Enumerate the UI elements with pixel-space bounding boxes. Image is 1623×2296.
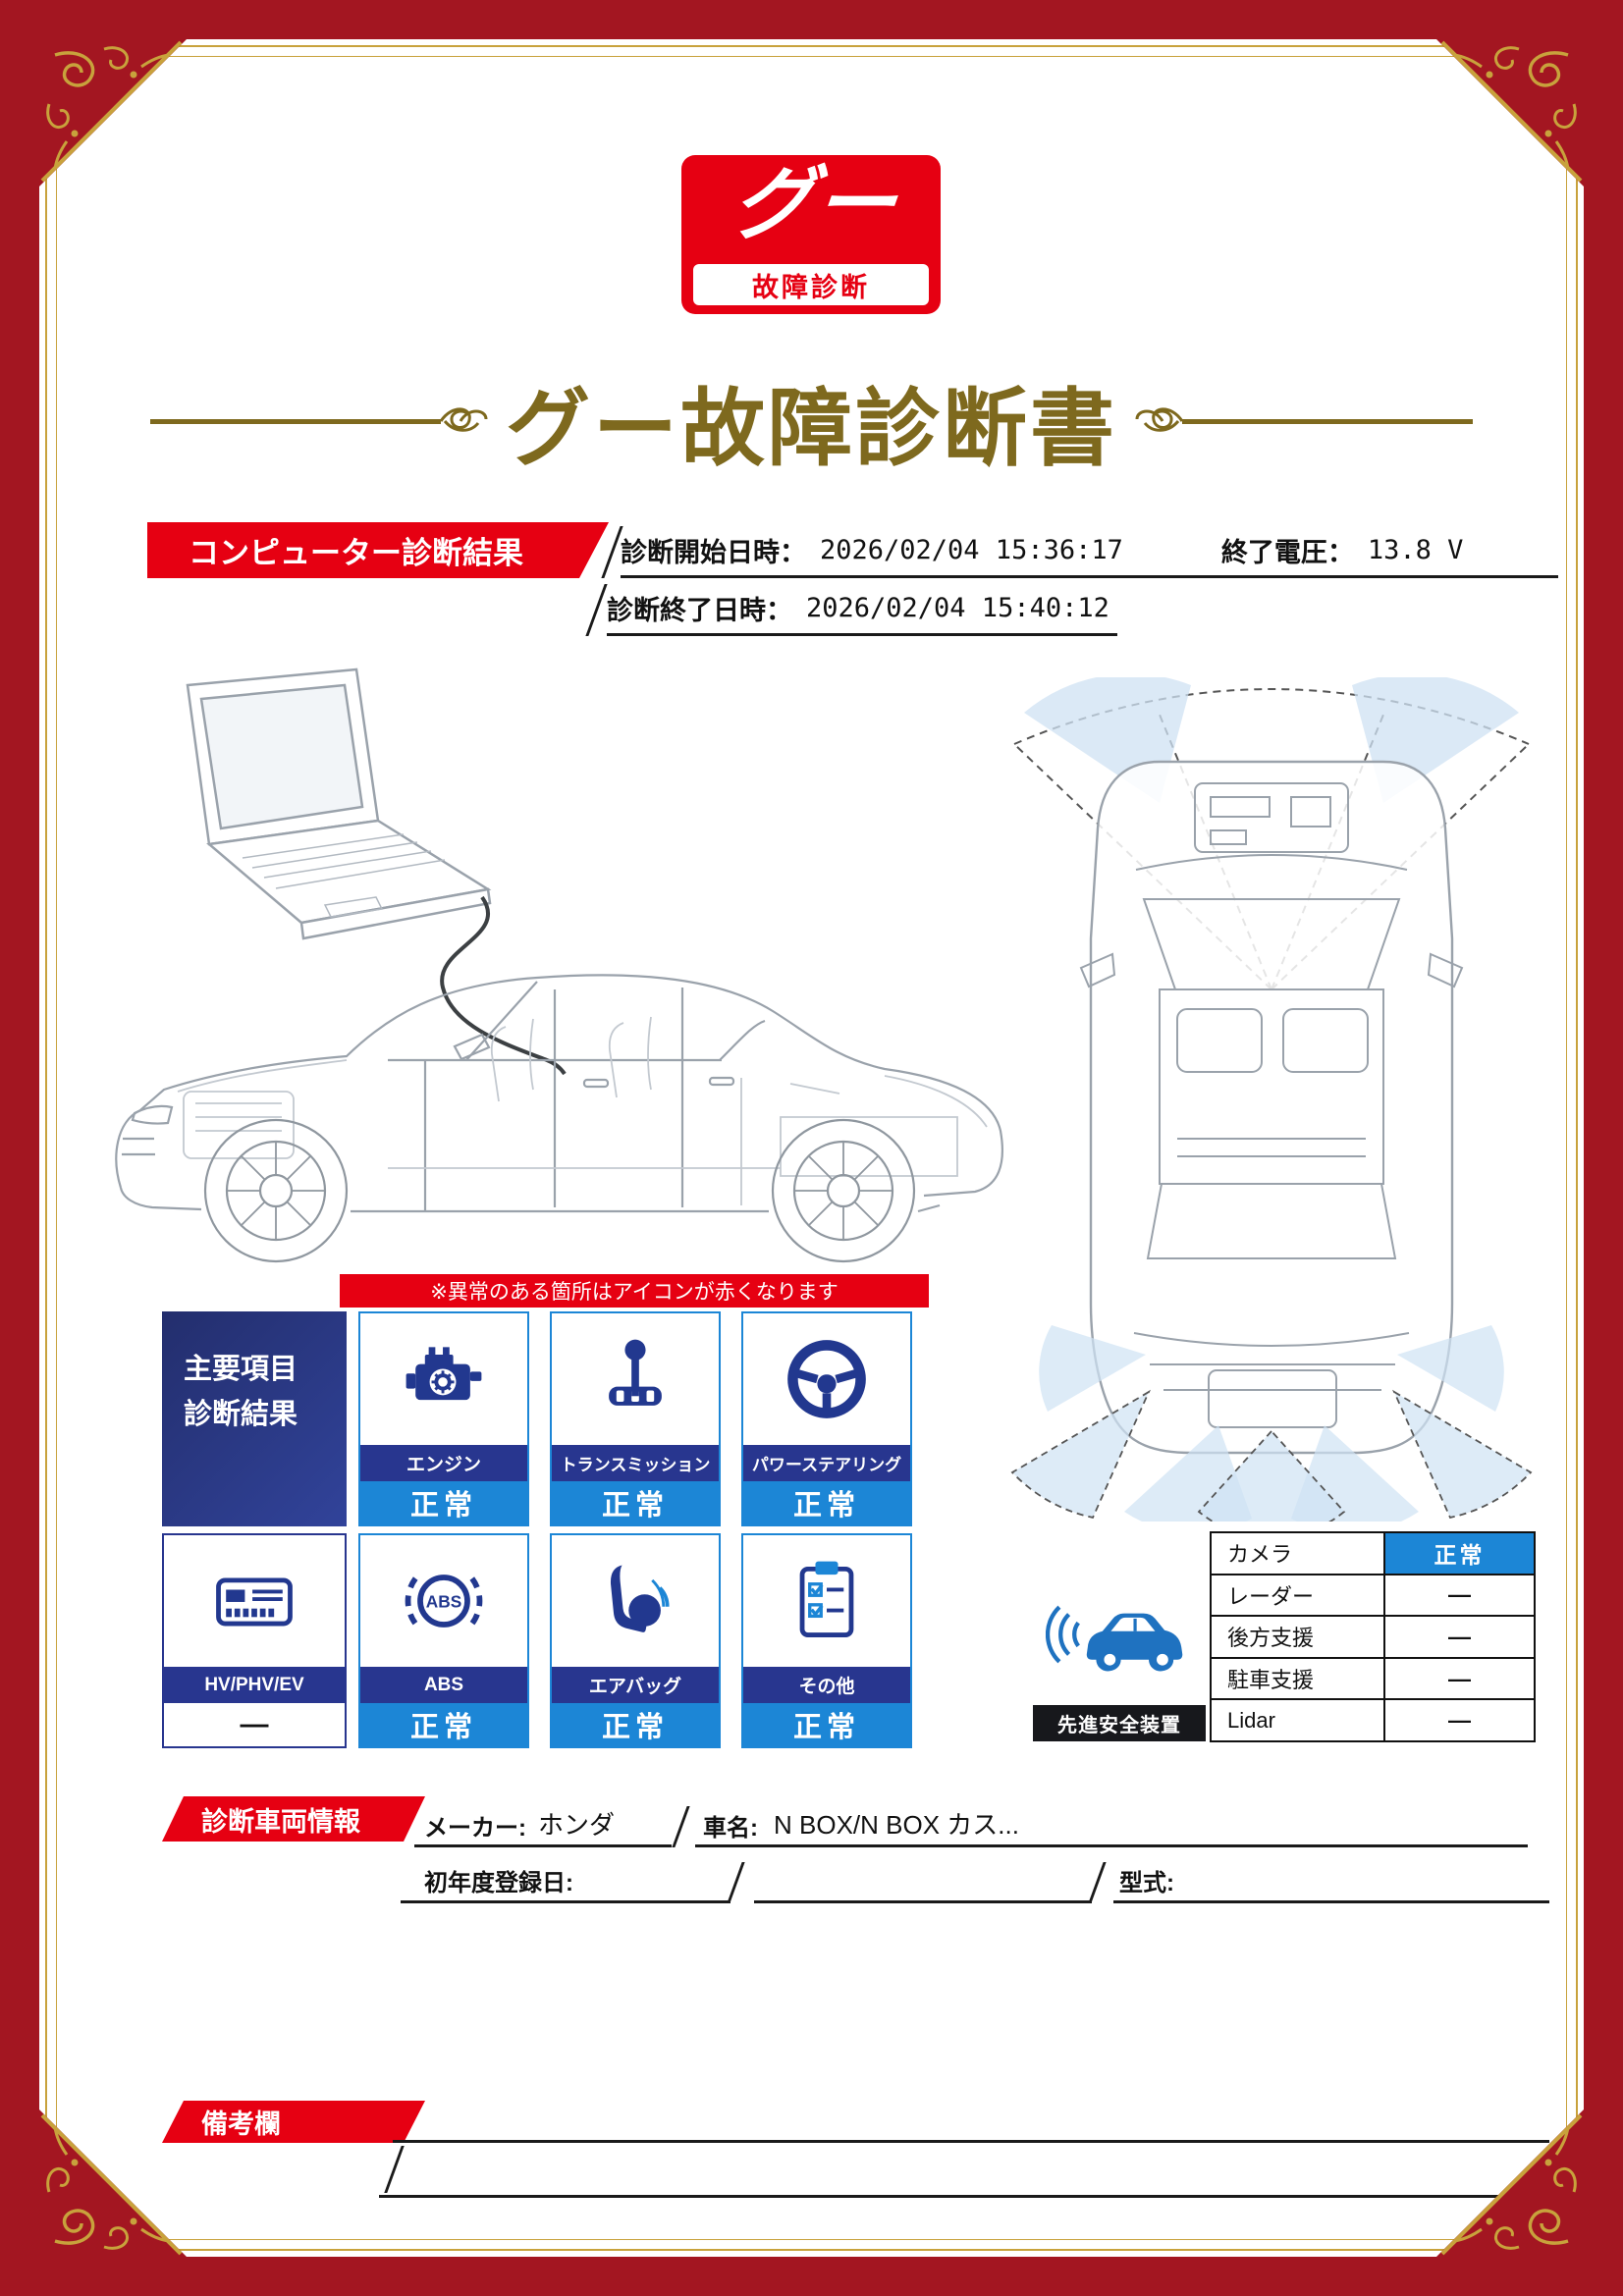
result-cell-other: その他 正常 [741, 1533, 912, 1748]
safety-device-label: 先進安全装置 [1033, 1705, 1206, 1741]
abs-icon-text: ABS [426, 1592, 461, 1612]
main-results-header-line1: 主要項目 [184, 1354, 298, 1385]
abs-icon: ABS [360, 1535, 527, 1667]
result-label: エンジン [360, 1445, 527, 1481]
logo-sub-text: 故障診断 [693, 264, 929, 305]
goo-logo: グー 故障診断 [681, 155, 941, 314]
airbag-icon [552, 1535, 719, 1667]
page-title: グー故障診断書 [506, 381, 1117, 476]
result-cell-transmission: トランスミッション 正常 [550, 1311, 721, 1526]
safety-row-status: — [1383, 1615, 1536, 1659]
result-cell-hv-phv-ev: HV/PHV/EV — [162, 1533, 347, 1748]
steering-wheel-icon [743, 1313, 910, 1445]
table-row: 駐車支援 — [1209, 1656, 1536, 1701]
result-label: エアバッグ [552, 1667, 719, 1703]
result-label: ABS [360, 1667, 527, 1703]
end-time-label: 診断終了日時： [607, 595, 792, 625]
divider-slash [384, 2146, 405, 2193]
field-line [401, 1900, 730, 1903]
result-cell-abs: ABS ABS 正常 [358, 1533, 529, 1748]
top-view-car-illustration [1010, 677, 1533, 1522]
diagnostic-cable [440, 895, 567, 1076]
safety-car-icon [1033, 1563, 1206, 1705]
main-results-header: 主要項目 診断結果 [162, 1311, 347, 1526]
divider-slash [1088, 1862, 1107, 1903]
model-code-label: 型式: [1119, 1870, 1174, 1896]
result-cell-power-steering: パワーステアリング 正常 [741, 1311, 912, 1526]
result-label: その他 [743, 1667, 910, 1703]
status-badge: 正常 [743, 1481, 910, 1524]
corner-ornament-bottom-left [39, 2109, 187, 2257]
title-flourish-right [1135, 407, 1473, 432]
status-badge: — [164, 1703, 345, 1746]
maker-value: ホンダ [538, 1810, 616, 1840]
field-line [754, 1900, 1092, 1903]
transmission-icon [552, 1313, 719, 1445]
safety-device-table: カメラ 正常 レーダー — 後方支援 — 駐車支援 — Lidar — [1209, 1531, 1536, 1742]
result-label: パワーステアリング [743, 1445, 910, 1481]
title-flourish-left [150, 407, 488, 432]
status-badge: 正常 [552, 1703, 719, 1746]
field-line [414, 1844, 672, 1847]
title-row: グー故障診断書 [39, 369, 1584, 476]
safety-row-status: — [1383, 1698, 1536, 1742]
safety-row-name: 後方支援 [1209, 1615, 1386, 1659]
divider-slash [585, 584, 608, 636]
engine-icon [360, 1313, 527, 1445]
start-time-label: 診断開始日時： [621, 537, 806, 567]
maker-label: メーカー: [424, 1815, 526, 1842]
result-label: HV/PHV/EV [164, 1667, 345, 1703]
status-badge: 正常 [360, 1481, 527, 1524]
diagnosis-end-row: 診断終了日時： 2026/02/04 15:40:12 [607, 582, 1117, 636]
table-row: カメラ 正常 [1209, 1531, 1536, 1575]
report-page: グー 故障診断 グー故障診断書 コンピューター診断結果 診断開始日時： 2026… [39, 39, 1584, 2257]
divider-slash [727, 1862, 745, 1903]
result-cell-engine: エンジン 正常 [358, 1311, 529, 1526]
safety-device-box: 先進安全装置 [1033, 1563, 1206, 1741]
safety-row-name: Lidar [1209, 1698, 1386, 1742]
result-label: トランスミッション [552, 1445, 719, 1481]
table-row: レーダー — [1209, 1573, 1536, 1618]
status-badge: 正常 [743, 1703, 910, 1746]
corner-ornament-top-right [1436, 39, 1584, 187]
field-line [1113, 1900, 1549, 1903]
safety-row-name: レーダー [1209, 1573, 1386, 1618]
remarks-line [379, 2195, 1549, 2198]
table-row: 後方支援 — [1209, 1615, 1536, 1659]
vehicle-info-banner: 診断車両情報 [162, 1796, 425, 1842]
remarks-line [393, 2140, 1549, 2143]
voltage-value: 13.8 V [1367, 534, 1464, 565]
status-badge: 正常 [360, 1703, 527, 1746]
status-badge: 正常 [552, 1481, 719, 1524]
start-time-value: 2026/02/04 15:36:17 [820, 534, 1123, 565]
computer-results-banner: コンピューター診断結果 [147, 522, 609, 578]
car-name-value: N BOX/N BOX カス... [774, 1810, 1019, 1840]
safety-row-status: — [1383, 1573, 1536, 1618]
ev-unit-icon [164, 1535, 345, 1667]
first-registration-label: 初年度登録日: [424, 1870, 573, 1896]
warning-note: ※異常のある箇所はアイコンが赤くなります [340, 1274, 929, 1308]
diagnosis-start-row: 診断開始日時： 2026/02/04 15:36:17 終了電圧： 13.8 V [621, 524, 1558, 578]
checklist-icon [743, 1535, 910, 1667]
remarks-banner: 備考欄 [162, 2101, 425, 2143]
table-row: Lidar — [1209, 1698, 1536, 1742]
field-line [695, 1844, 1528, 1847]
voltage-label: 終了電圧： [1220, 537, 1354, 567]
car-name-label: 車名: [703, 1815, 758, 1842]
main-results-header-line2: 診断結果 [184, 1399, 298, 1431]
laptop-car-illustration [115, 667, 1004, 1263]
safety-row-name: 駐車支援 [1209, 1656, 1386, 1701]
divider-slash [672, 1806, 690, 1847]
corner-ornament-bottom-right [1436, 2109, 1584, 2257]
safety-row-status: — [1383, 1656, 1536, 1701]
safety-row-status: 正常 [1383, 1531, 1536, 1575]
corner-ornament-top-left [39, 39, 187, 187]
result-cell-airbag: エアバッグ 正常 [550, 1533, 721, 1748]
safety-row-name: カメラ [1209, 1531, 1386, 1575]
end-time-value: 2026/02/04 15:40:12 [806, 592, 1109, 623]
